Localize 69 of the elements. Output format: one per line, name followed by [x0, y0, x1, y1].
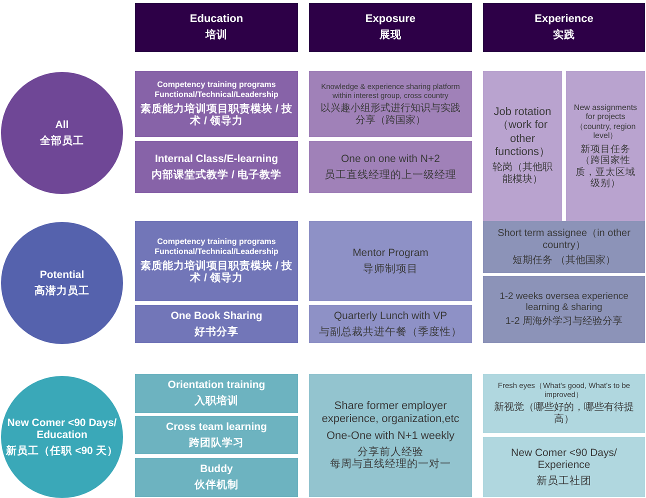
label-text: One on one with N+2	[341, 152, 440, 166]
label-text: Cross team learning	[166, 420, 267, 434]
column-header	[135, 3, 298, 52]
program-box	[483, 437, 645, 497]
label-text: 内部课堂式教学 / 电子教学	[152, 168, 282, 182]
program-box	[309, 305, 472, 343]
program-box	[309, 221, 472, 301]
label-text: 与副总裁共进午餐（季度性）	[319, 326, 462, 338]
label-text: 每周与直线经理的一对一	[330, 458, 451, 471]
label-text: 入职培训	[194, 395, 238, 408]
label-text: 短期任务 （其他国家）	[512, 254, 616, 266]
program-box	[135, 458, 298, 497]
header-text: Experience	[534, 13, 594, 26]
label-text: 全部员工	[40, 134, 84, 148]
label-text: 1-2 weeks oversea experience learning & sharing	[498, 290, 630, 314]
label-text: Short term assignee（in other country）	[496, 228, 632, 252]
label-text: 分享前人经验	[358, 446, 424, 458]
label-text: New Comer <90 Days/ Education	[6, 416, 118, 442]
label-text: 好书分享	[194, 326, 238, 338]
label-text: 新员工社团	[536, 474, 592, 488]
label-text: 员工直线经理的上一级经理	[324, 168, 456, 182]
label-text: Competency training programs Functional/Technical/Leadership	[154, 237, 280, 256]
label-text: 跨团队学习	[189, 436, 244, 450]
program-box	[566, 71, 645, 221]
header-text: 展现	[380, 29, 402, 42]
label-text: 新项目任务（跨国家性质，亚太区域级别）	[574, 144, 636, 190]
program-box	[135, 416, 298, 454]
program-box	[135, 141, 298, 193]
label-text: All	[55, 118, 69, 132]
label-text: Share former employer experience, organization,etc	[320, 400, 460, 426]
program-box	[309, 374, 472, 497]
label-text: 高潜力员工	[34, 284, 90, 298]
label-text: 1-2 周海外学习与经验分享	[505, 316, 623, 328]
label-text: 导师制项目	[363, 262, 418, 276]
label-text: 伙伴机制	[194, 479, 238, 492]
program-box	[135, 221, 298, 301]
label-text: 新视觉（哪些好的，哪些有待提高）	[493, 402, 635, 426]
program-box	[483, 374, 645, 433]
program-box	[483, 71, 562, 221]
program-box	[135, 374, 298, 413]
label-text: 素质能力培训项目职责模块 / 技术 / 领导力	[140, 102, 294, 128]
label-text: One Book Sharing	[170, 310, 262, 322]
label-text: Buddy	[200, 463, 233, 476]
label-text: New assignments for projects （country, region level）	[572, 102, 638, 141]
program-box	[309, 71, 472, 137]
header-text: Education	[190, 13, 244, 26]
label-text: 素质能力培训项目职责模块 / 技术 / 领导力	[140, 260, 294, 285]
label-text: 新员工（任职 <90 天）	[6, 444, 118, 458]
label-text: Quarterly Lunch with VP	[334, 310, 448, 322]
label-text: Mentor Program	[352, 246, 428, 260]
program-box	[309, 141, 472, 193]
header-text: 培训	[206, 29, 228, 42]
label-text: One-One with N+1 weekly	[326, 430, 455, 443]
label-text: New Comer <90 Days/ Experience	[510, 446, 618, 472]
column-header	[483, 3, 645, 52]
label-text: Potential	[40, 268, 84, 282]
header-text: Exposure	[365, 13, 416, 26]
label-text: Orientation training	[168, 379, 266, 392]
label-text: 以兴趣小组形式进行知识与实践分享（跨国家）	[320, 102, 462, 126]
program-box	[135, 305, 298, 343]
program-box	[483, 276, 645, 343]
program-box	[135, 71, 298, 137]
program-box	[483, 221, 645, 273]
column-header	[309, 3, 472, 52]
label-text: Competency training programs Functional/Technical/Leadership	[154, 80, 280, 100]
label-text: Internal Class/E-learning	[154, 152, 278, 166]
label-text: Job rotation （work for other functions）	[492, 106, 552, 159]
label-text: 轮岗（其他职能模块）	[492, 162, 554, 186]
header-text: 实践	[553, 29, 575, 42]
